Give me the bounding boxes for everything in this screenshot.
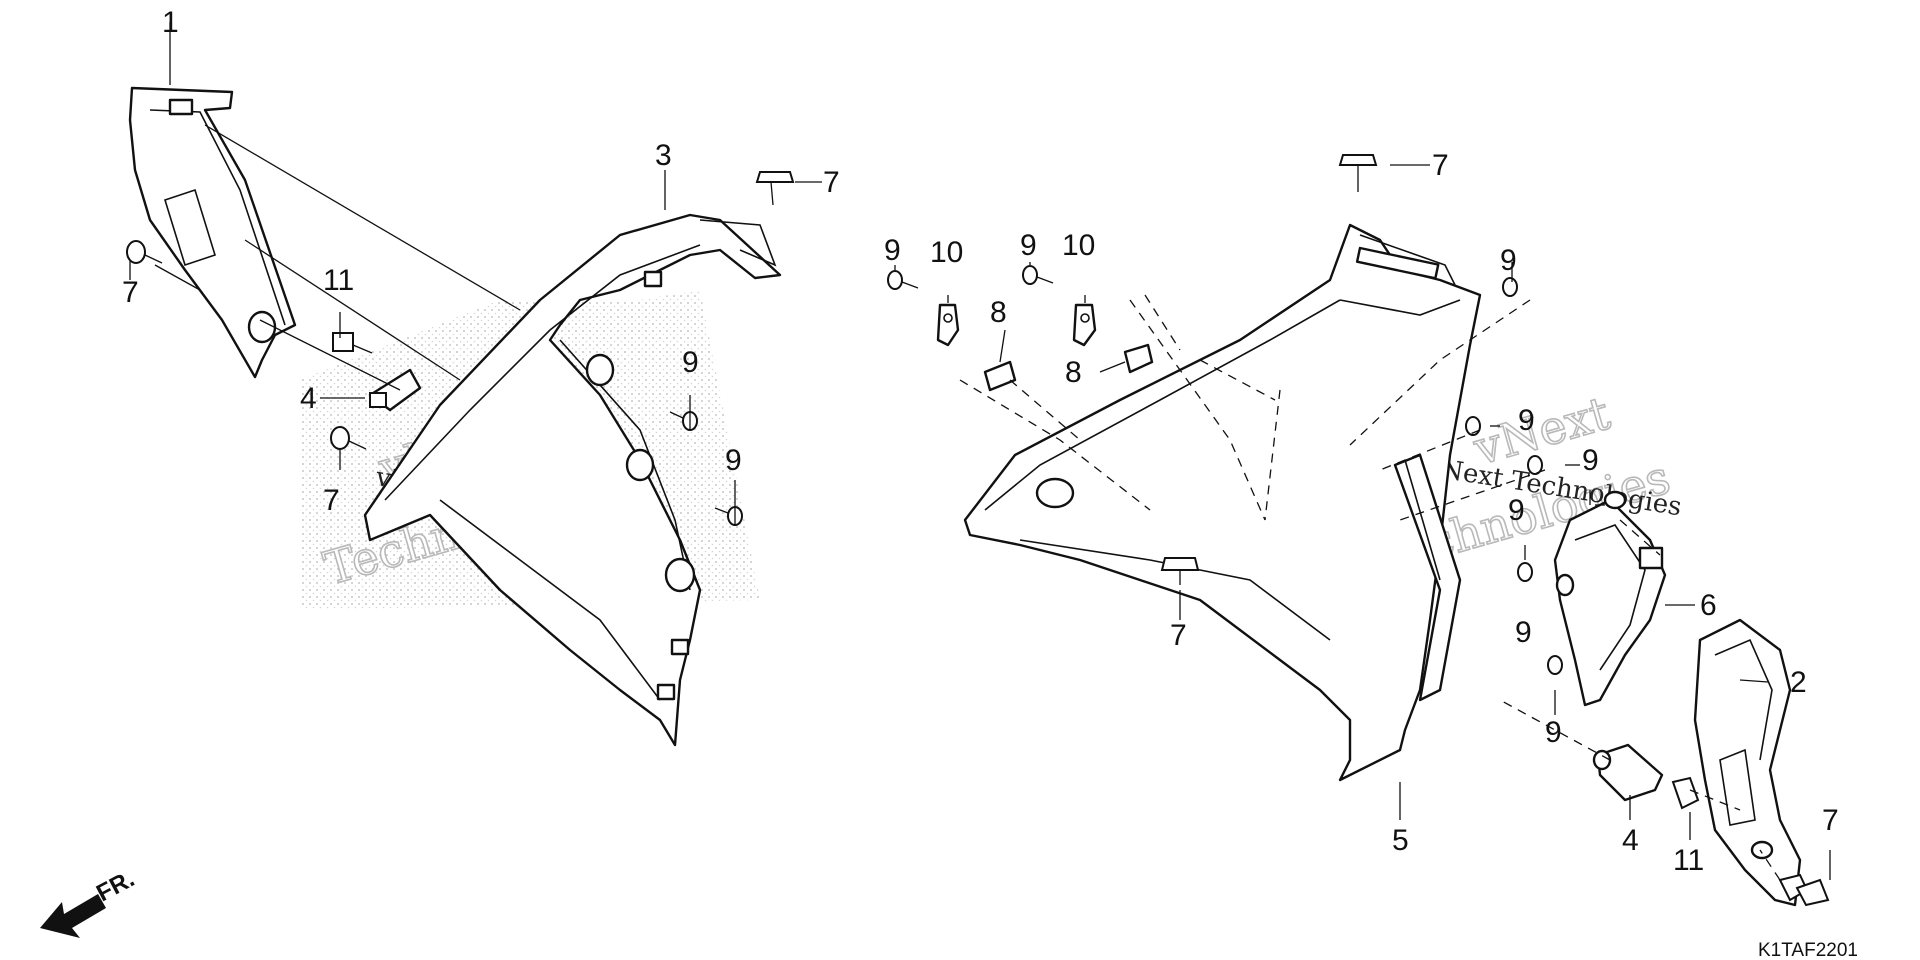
front-direction-arrow: FR. — [40, 865, 139, 938]
part-2-bracket — [1693, 618, 1802, 907]
center-dashed-lines — [959, 294, 1781, 881]
callout-8: 8 — [1065, 356, 1082, 389]
screw-9-right-e — [1547, 655, 1563, 675]
screw-9-right-c — [1527, 455, 1543, 475]
callout-10: 10 — [1062, 229, 1095, 262]
part-4-right-collar — [1592, 743, 1664, 802]
callout-9: 9 — [884, 234, 901, 267]
callout-1: 1 — [162, 6, 179, 39]
callout-9: 9 — [1020, 229, 1037, 262]
bolt-11-left — [332, 332, 373, 354]
callout-9: 9 — [1515, 616, 1532, 649]
callout-3: 3 — [655, 139, 672, 172]
part-1-bracket — [128, 86, 297, 379]
clip-10-b — [1072, 303, 1097, 347]
callout-11: 11 — [1673, 844, 1704, 877]
part-4-left-stay — [368, 368, 422, 412]
screw-7-center-top — [1338, 154, 1378, 192]
screw-9-right-b — [1465, 416, 1481, 436]
screw-9-right-a — [1502, 277, 1518, 297]
callout-8: 8 — [990, 296, 1007, 329]
part-6-bracket — [1553, 490, 1667, 707]
clip-8-b — [1123, 343, 1154, 374]
callout-9: 9 — [1518, 404, 1535, 437]
center-leader-lines — [894, 164, 1831, 880]
callout-9: 9 — [1545, 716, 1562, 749]
callout-4: 4 — [1622, 824, 1639, 857]
screw-9-right-d — [1517, 562, 1533, 582]
callout-5: 5 — [1392, 824, 1409, 857]
screw-9-clip-a — [887, 270, 919, 290]
callout-2: 2 — [1790, 666, 1807, 699]
part-3-left-cover — [363, 213, 782, 747]
callout-7: 7 — [823, 166, 840, 199]
bolt-7-left-upper — [126, 240, 163, 264]
callouts: 1 7 11 4 7 3 7 9 9 9 10 8 9 10 8 7 9 9 9… — [122, 6, 1839, 877]
part-5-main-cover — [963, 223, 1482, 782]
bolt-11-right — [1671, 776, 1700, 810]
callout-7: 7 — [1170, 619, 1187, 652]
screw-7-center-bottom — [1160, 557, 1200, 585]
screw-9-clip-b — [1022, 265, 1054, 285]
callout-9: 9 — [725, 444, 742, 477]
callout-7: 7 — [1432, 149, 1449, 182]
clip-8-a — [983, 360, 1017, 392]
callout-4: 4 — [300, 382, 317, 415]
clip-10-a — [936, 303, 960, 347]
callout-9: 9 — [682, 346, 699, 379]
callout-7: 7 — [122, 276, 139, 309]
callout-7: 7 — [323, 484, 340, 517]
callout-9: 9 — [1500, 244, 1517, 277]
callout-10: 10 — [930, 236, 963, 269]
callout-9: 9 — [1508, 494, 1525, 527]
callout-9: 9 — [1582, 444, 1599, 477]
callout-6: 6 — [1700, 589, 1717, 622]
callout-11: 11 — [323, 264, 354, 297]
figure-code: K1TAF2201 — [1758, 940, 1858, 960]
bolt-7-right — [1778, 873, 1830, 907]
left-assembly-lines — [129, 22, 822, 525]
screw-7-left-top — [755, 171, 795, 206]
callout-7: 7 — [1822, 804, 1839, 837]
